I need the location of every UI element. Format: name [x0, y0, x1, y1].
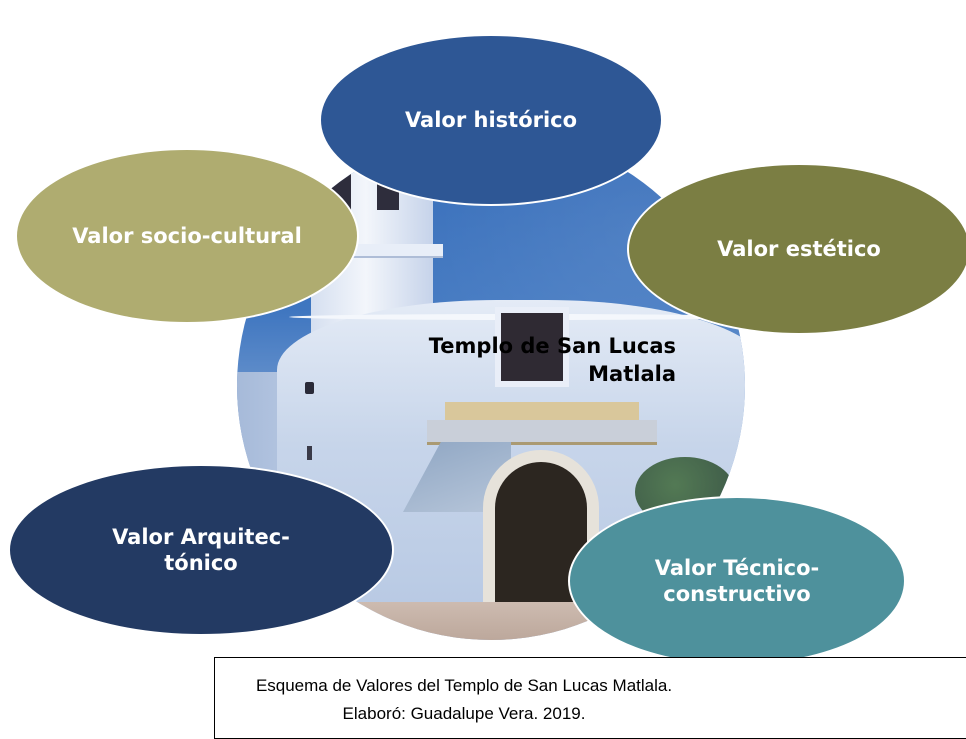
choir-window — [495, 307, 569, 387]
values-diagram: Valor histórico Valor estético Valor Téc… — [8, 34, 966, 666]
node-label: Valor Técnico-constructivo — [654, 556, 820, 606]
center-title-line2: Matlala — [588, 362, 676, 386]
node-valor-estetico: Valor estético — [627, 163, 966, 335]
caption-line1: Esquema de Valores del Templo de San Luc… — [255, 676, 673, 695]
center-title: Templo de San Lucas Matlala — [382, 332, 676, 388]
node-label: Valor Arquitec-tónico — [112, 525, 290, 575]
caption-line2: Elaboró: Guadalupe Vera. 2019. — [342, 704, 586, 723]
node-valor-arquitectonico: Valor Arquitec-tónico — [8, 464, 394, 636]
node-valor-historico: Valor histórico — [319, 34, 663, 206]
portico-top — [445, 402, 639, 422]
node-valor-sociocultural: Valor socio-cultural — [15, 148, 359, 324]
node-label: Valor socio-cultural — [72, 224, 302, 248]
node-valor-tecnico-constructivo: Valor Técnico-constructivo — [568, 496, 906, 666]
figure-caption: Esquema de Valores del Templo de San Luc… — [214, 657, 966, 739]
portico — [427, 420, 657, 445]
side-window — [305, 382, 314, 394]
side-window — [307, 446, 312, 460]
node-label: Valor histórico — [404, 108, 578, 132]
node-label: Valor estético — [717, 237, 881, 261]
center-title-line1: Templo de San Lucas — [428, 334, 676, 358]
